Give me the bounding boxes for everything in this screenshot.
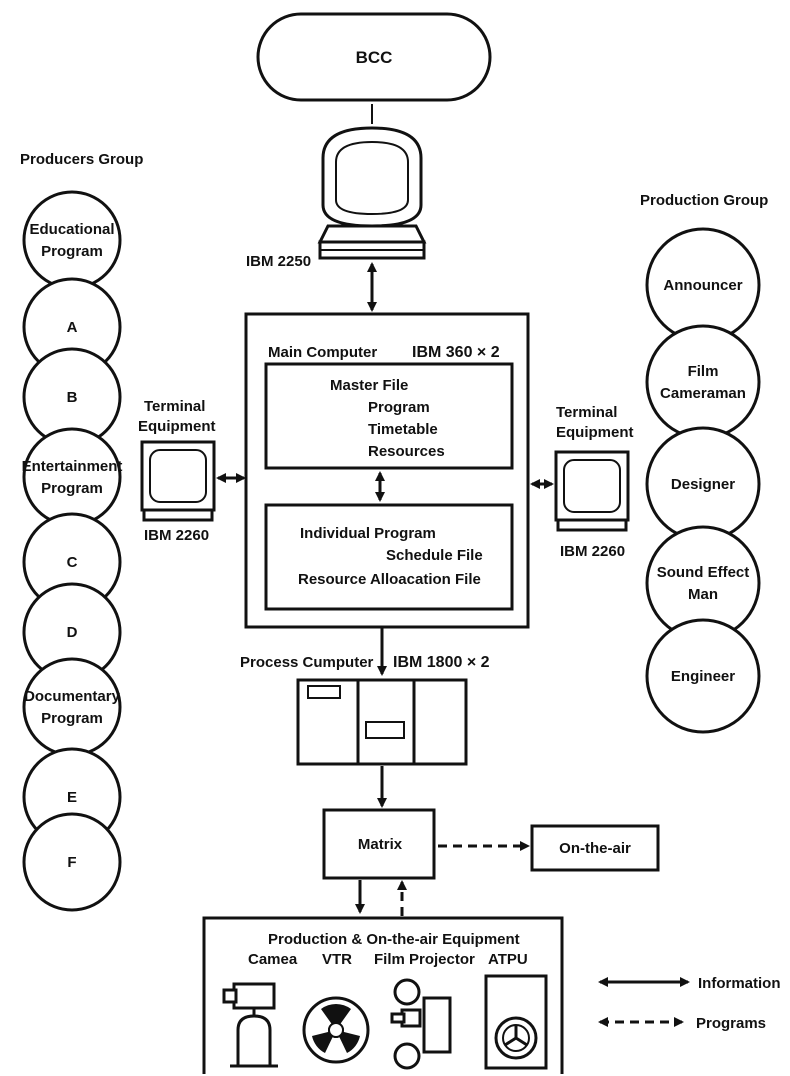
production-circle-label: Designer	[671, 476, 735, 493]
production-circle-label: Engineer	[671, 668, 735, 685]
producers-circle-label: F	[67, 854, 76, 871]
vtr-reel-icon	[302, 996, 370, 1064]
producers-circle-label: E	[67, 789, 77, 806]
producers-circle-label: A	[67, 319, 78, 336]
producers-circle	[22, 190, 122, 290]
process-computer-model: IBM 1800 × 2	[393, 654, 490, 671]
producers-circle-label: Program	[41, 243, 103, 260]
producers-circle-label: Educational	[29, 221, 114, 238]
master-file-program: Program	[368, 399, 430, 416]
production-circle	[645, 324, 761, 440]
process-computer-title: Process Cumputer	[240, 654, 374, 671]
equipment-film-projector-label: Film Projector	[374, 951, 475, 968]
equipment-vtr-label: VTR	[322, 951, 352, 968]
master-file-resources: Resources	[368, 443, 445, 460]
resource-allocation-file: Resource Alloacation File	[298, 571, 481, 588]
legend: Information Programs	[598, 975, 781, 1032]
on-air-label: On-the-air	[559, 840, 631, 857]
producers-circle-label: C	[67, 554, 78, 571]
on-air-box	[530, 824, 660, 872]
terminal-right-device	[554, 450, 630, 532]
producers-circle	[22, 812, 122, 912]
terminal-left-model: IBM 2260	[144, 527, 209, 544]
producers-circle	[22, 657, 122, 757]
producers-circle-label: D	[67, 624, 78, 641]
camera-icon	[222, 982, 278, 1068]
producers-circle	[22, 427, 122, 527]
individual-file-box	[264, 503, 514, 611]
production-circle-label: Announcer	[663, 277, 742, 294]
producers-circle-label: Entertainment	[22, 458, 123, 475]
master-file-title: Master File	[330, 377, 408, 394]
bcc-node: BCC	[256, 12, 492, 102]
matrix-box	[322, 808, 436, 880]
equipment-atpu-label: ATPU	[488, 951, 528, 968]
individual-program-title: Individual Program	[300, 525, 436, 542]
legend-programs-label: Programs	[696, 1015, 766, 1032]
terminal-left-device	[140, 440, 216, 522]
producers-circles: EducationalProgramABEntertainmentProgram…	[22, 190, 123, 912]
terminal-left-title-2: Equipment	[138, 418, 216, 435]
master-file-timetable: Timetable	[368, 421, 438, 438]
equipment-frame	[202, 916, 564, 1074]
production-group-title: Production Group	[640, 192, 768, 209]
ibm-2250-label: IBM 2250	[246, 253, 311, 270]
producers-group-title: Producers Group	[20, 151, 143, 168]
matrix-label: Matrix	[358, 836, 403, 853]
producers-circle-label: Program	[41, 480, 103, 497]
production-circle-label: Film	[688, 363, 719, 380]
terminal-right-model: IBM 2260	[560, 543, 625, 560]
production-circle-label: Cameraman	[660, 385, 746, 402]
producers-circle-label: B	[67, 389, 78, 406]
legend-information-label: Information	[698, 975, 781, 992]
production-circle-label: Sound Effect	[657, 564, 750, 581]
producers-circle-label: Documentary	[24, 688, 121, 705]
master-file-box	[264, 362, 514, 470]
production-circle	[645, 618, 761, 734]
main-computer-model: IBM 360 × 2	[412, 344, 500, 361]
terminal-left-title-1: Terminal	[144, 398, 205, 415]
production-circle-label: Man	[688, 586, 718, 603]
ibm-2250-display	[317, 126, 427, 260]
equipment-title: Production & On-the-air Equipment	[268, 931, 520, 948]
terminal-right-title-1: Terminal	[556, 404, 617, 421]
bcc-label: BCC	[356, 48, 393, 67]
terminal-right-title-2: Equipment	[556, 424, 634, 441]
main-computer-title: Main Computer	[268, 344, 377, 361]
atpu-icon	[484, 974, 548, 1070]
producers-circle-label: Program	[41, 710, 103, 727]
film-projector-icon	[390, 978, 452, 1070]
process-computer-cabinets	[296, 678, 468, 766]
equipment-camera-label: Camea	[248, 951, 298, 968]
main-computer: Main Computer IBM 360 × 2 Master File Pr…	[244, 312, 530, 629]
schedule-file: Schedule File	[386, 547, 483, 564]
